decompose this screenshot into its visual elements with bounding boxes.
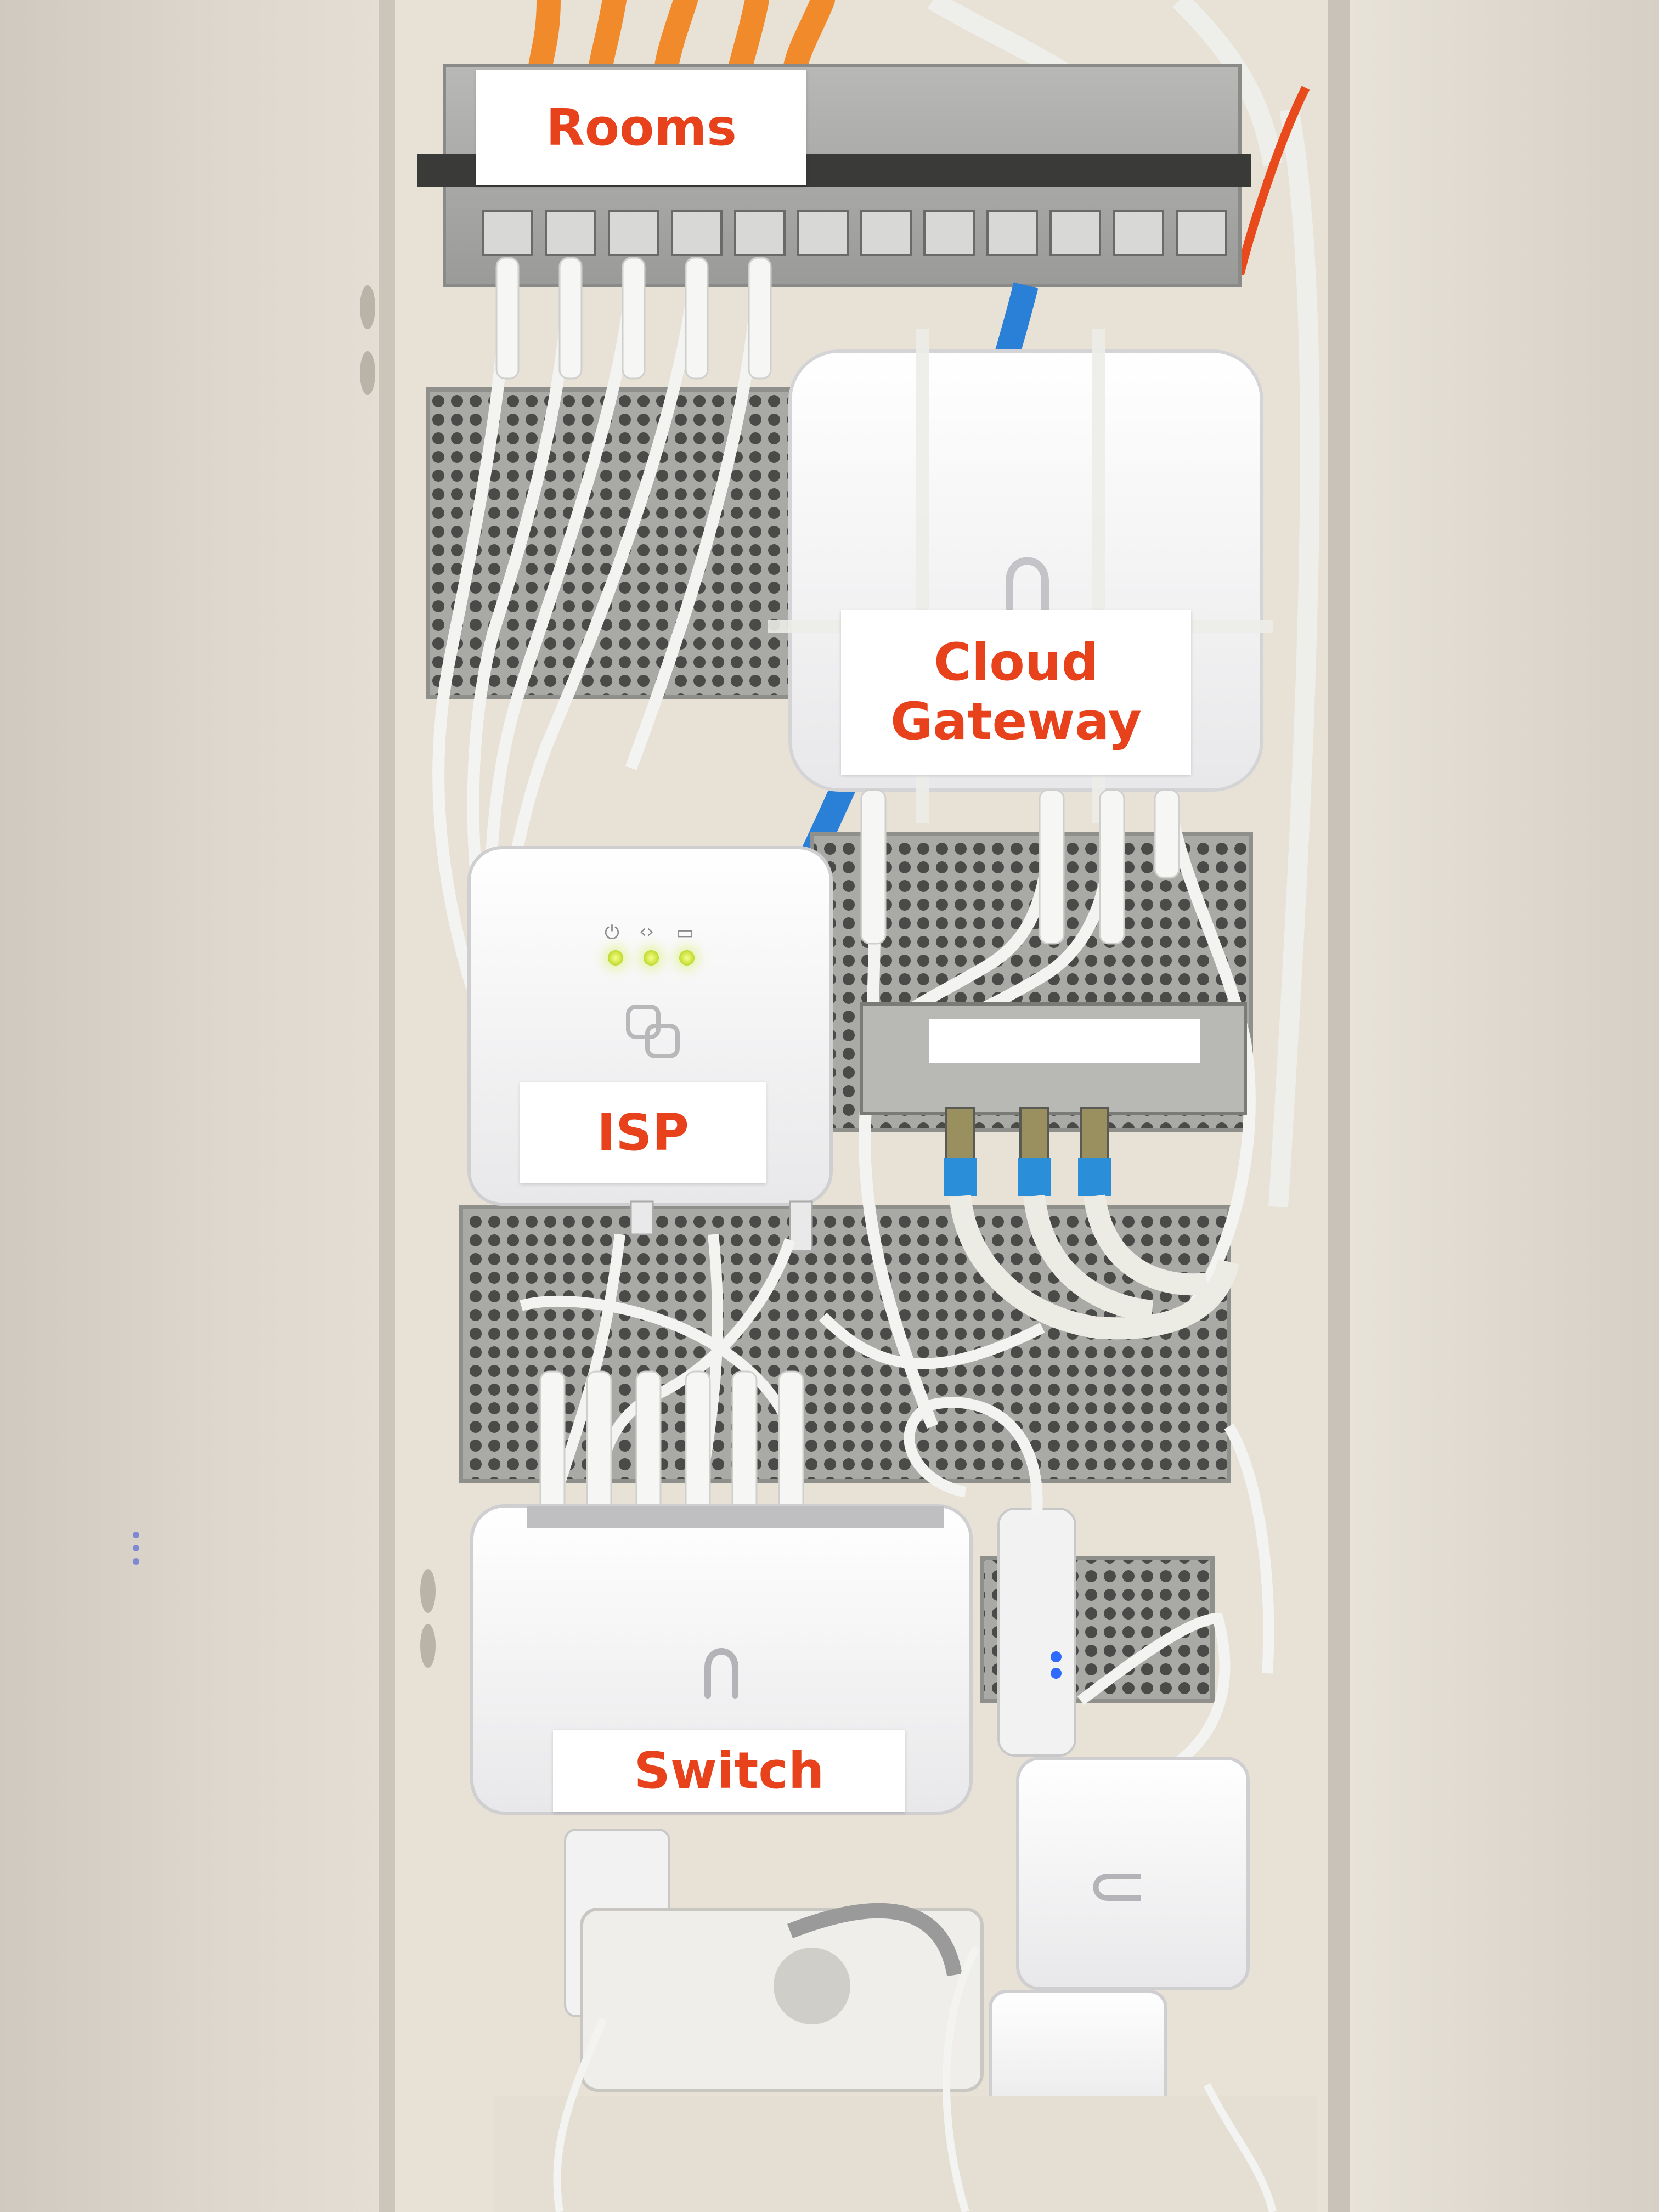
cloud-gateway-label-line1: Cloud bbox=[934, 632, 1098, 692]
blank-tag-label bbox=[929, 1019, 1200, 1063]
power-icon: ⏻ bbox=[605, 922, 619, 944]
code-brackets-icon: ‹› bbox=[639, 921, 654, 943]
led-indicator bbox=[644, 950, 659, 966]
left-door bbox=[0, 0, 439, 2212]
monitor-icon: ▭ bbox=[676, 922, 695, 944]
isp-logo-icon bbox=[626, 1005, 680, 1058]
led-indicator bbox=[608, 950, 623, 966]
cloud-gateway-label-line2: Gateway bbox=[890, 692, 1142, 752]
led-indicator bbox=[679, 950, 695, 966]
right-wall bbox=[1328, 0, 1659, 2212]
poe-injector bbox=[997, 1508, 1076, 1757]
unifi-logo-icon bbox=[1006, 557, 1049, 618]
switch-label: Switch bbox=[553, 1730, 905, 1812]
isp-label: ISP bbox=[520, 1082, 766, 1183]
rooms-label-text: Rooms bbox=[546, 98, 737, 157]
switch-label-text: Switch bbox=[634, 1741, 825, 1801]
cloud-gateway-label: Cloud Gateway bbox=[841, 610, 1191, 775]
rooms-label: Rooms bbox=[476, 70, 806, 185]
isp-label-text: ISP bbox=[597, 1103, 689, 1162]
